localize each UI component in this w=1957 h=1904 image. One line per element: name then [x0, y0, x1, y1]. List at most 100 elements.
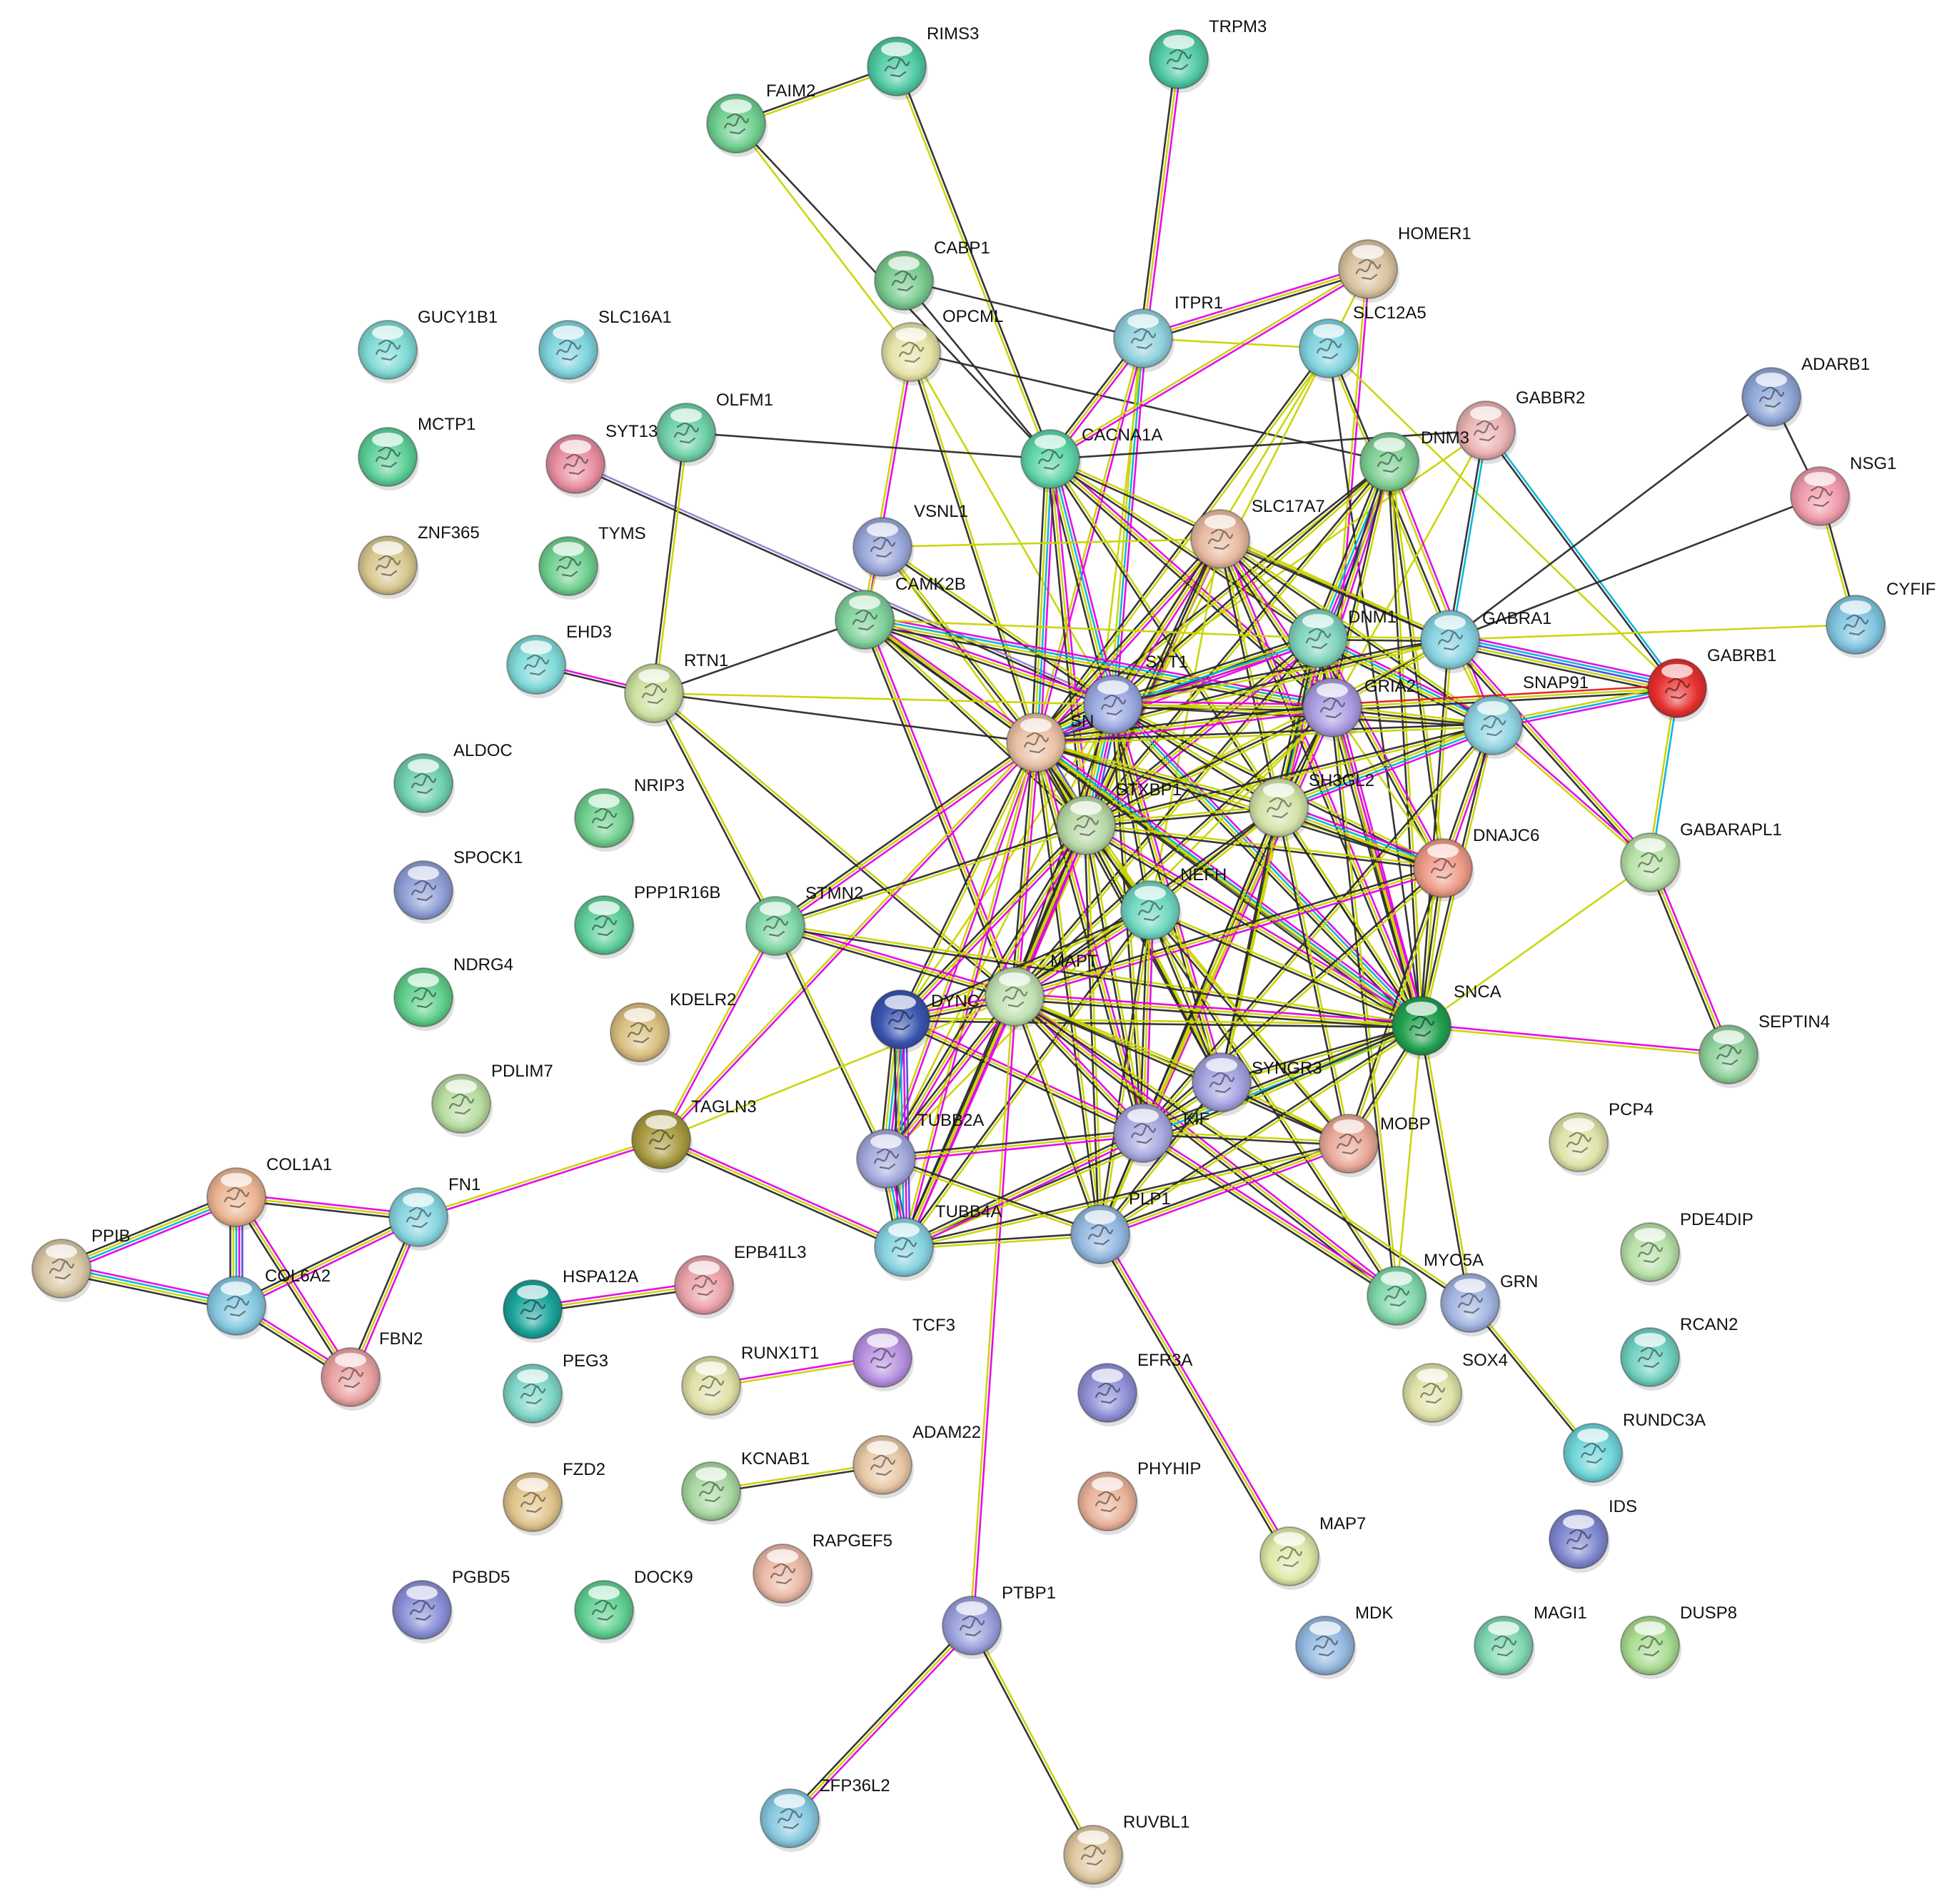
- node-septin4[interactable]: SEPTIN4: [1699, 1012, 1830, 1088]
- node-ptbp1[interactable]: PTBP1: [942, 1583, 1056, 1659]
- node-opcml[interactable]: OPCML: [881, 307, 1003, 386]
- node-tubb4a[interactable]: TUBB4A: [874, 1202, 1002, 1281]
- node-epb41l3[interactable]: EPB41L3: [674, 1243, 806, 1319]
- node-mobp[interactable]: MOBP: [1319, 1114, 1431, 1177]
- node-myo5a[interactable]: MYO5A: [1367, 1251, 1484, 1329]
- node-syt1[interactable]: SYT1: [1083, 653, 1188, 738]
- node-sox4[interactable]: SOX4: [1402, 1351, 1508, 1426]
- node-tyms[interactable]: TYMS: [538, 524, 646, 600]
- node-peg3[interactable]: PEG3: [503, 1351, 608, 1427]
- edge-RTN1-STMN2: [651, 692, 778, 927]
- node-map7[interactable]: MAP7: [1259, 1514, 1366, 1590]
- node-syt13[interactable]: SYT13: [545, 422, 658, 498]
- node-adam22[interactable]: ADAM22: [852, 1423, 981, 1498]
- node-mapt[interactable]: MAPT: [985, 952, 1098, 1030]
- node-rtn1[interactable]: RTN1: [624, 651, 728, 727]
- node-faim2[interactable]: FAIM2: [706, 81, 815, 157]
- node-mdk[interactable]: MDK: [1295, 1603, 1393, 1679]
- node-slc17a7[interactable]: SLC17A7: [1190, 497, 1325, 573]
- node-snap91[interactable]: SNAP91: [1463, 673, 1589, 759]
- node-gabarapl1[interactable]: GABARAPL1: [1620, 820, 1782, 896]
- edge-strand-magenta: [1113, 700, 1333, 706]
- node-gucy1b1[interactable]: GUCY1B1: [358, 308, 498, 383]
- node-dusp8[interactable]: DUSP8: [1620, 1603, 1737, 1679]
- node-aldoc[interactable]: ALDOC: [393, 741, 513, 817]
- node-tagln3[interactable]: TAGLN3: [631, 1097, 757, 1173]
- node-rundc3a[interactable]: RUNDC3A: [1563, 1411, 1706, 1486]
- node-pgbd5[interactable]: PGBD5: [392, 1568, 510, 1643]
- node-tcf3[interactable]: TCF3: [852, 1316, 955, 1391]
- node-cyfip[interactable]: CYFIF: [1826, 580, 1936, 658]
- protein-structure-icon: [691, 1274, 718, 1296]
- node-zfp36l2[interactable]: ZFP36L2: [760, 1776, 890, 1852]
- node-rims3[interactable]: RIMS3: [867, 24, 979, 100]
- node-gabrb1[interactable]: GABRB1: [1647, 646, 1776, 722]
- node-dock9[interactable]: DOCK9: [574, 1568, 693, 1643]
- node-ppib[interactable]: PPIB: [31, 1226, 131, 1302]
- node-plp1[interactable]: PLP1: [1070, 1189, 1171, 1268]
- node-ppp1r16b[interactable]: PPP1R16B: [574, 883, 720, 959]
- node-pde4dip[interactable]: PDE4DIP: [1620, 1210, 1754, 1286]
- edge-strand-black: [863, 623, 1332, 713]
- edge-strand-yellow: [1086, 462, 1392, 827]
- node-cacna1a[interactable]: CACNA1A: [1020, 425, 1162, 493]
- node-highlight: [1470, 406, 1501, 420]
- node-snap25[interactable]: SN: [1006, 712, 1094, 776]
- node-stxbp1[interactable]: STXBP1: [1056, 780, 1182, 859]
- node-snca[interactable]: SNCA: [1392, 982, 1501, 1059]
- node-dnm1[interactable]: DNM1: [1288, 608, 1397, 672]
- node-rim: [624, 663, 684, 723]
- node-adarb1[interactable]: ADARB1: [1741, 355, 1870, 430]
- node-ruvbl1[interactable]: RUVBL1: [1063, 1813, 1189, 1888]
- edge-strand-cyan: [61, 1197, 238, 1271]
- node-dnm3[interactable]: DNM3: [1359, 428, 1469, 495]
- node-runx1t1[interactable]: RUNX1T1: [681, 1344, 819, 1419]
- node-fn1[interactable]: FN1: [388, 1175, 481, 1251]
- node-dync[interactable]: DYNC: [870, 989, 980, 1053]
- node-vsnl1[interactable]: VSNL1: [852, 502, 968, 580]
- node-trpm3[interactable]: TRPM3: [1149, 17, 1267, 93]
- node-kdelr2[interactable]: KDELR2: [610, 990, 736, 1066]
- node-znf365[interactable]: ZNF365: [358, 523, 480, 599]
- node-nrip3[interactable]: NRIP3: [574, 776, 685, 852]
- node-slc16a1[interactable]: SLC16A1: [538, 308, 672, 383]
- node-dnajc6[interactable]: DNAJC6: [1413, 826, 1539, 902]
- node-stmn2[interactable]: STMN2: [745, 884, 863, 959]
- node-spock1[interactable]: SPOCK1: [393, 848, 523, 924]
- edge-SYNGR3-PLP1: [1098, 1080, 1224, 1236]
- node-gabra1[interactable]: GABRA1: [1420, 609, 1551, 673]
- node-magi1[interactable]: MAGI1: [1474, 1603, 1587, 1679]
- node-pdlim7[interactable]: PDLIM7: [431, 1062, 553, 1137]
- node-syngr3[interactable]: SYNGR3: [1192, 1052, 1322, 1116]
- node-hspa12a[interactable]: HSPA12A: [503, 1267, 638, 1343]
- node-phyhip[interactable]: PHYHIP: [1077, 1459, 1201, 1535]
- node-fbn2[interactable]: FBN2: [321, 1329, 423, 1411]
- node-col6a2[interactable]: COL6A2: [206, 1266, 331, 1339]
- node-gabbr2[interactable]: GABBR2: [1456, 388, 1585, 464]
- node-gria2[interactable]: GRIA2: [1302, 677, 1416, 741]
- node-cabp1[interactable]: CABP1: [874, 238, 990, 314]
- node-mctp1[interactable]: MCTP1: [358, 415, 476, 490]
- node-sh3gl2[interactable]: SH3GL2: [1249, 771, 1374, 841]
- node-rcan2[interactable]: RCAN2: [1620, 1315, 1738, 1391]
- node-kif[interactable]: KIF: [1113, 1103, 1209, 1167]
- node-fzd2[interactable]: FZD2: [503, 1460, 605, 1536]
- node-nefh[interactable]: NEFH: [1120, 865, 1227, 944]
- node-homer1[interactable]: HOMER1: [1338, 224, 1471, 303]
- node-efr3a[interactable]: EFR3A: [1077, 1351, 1192, 1426]
- node-camk2b[interactable]: CAMK2B: [835, 575, 966, 653]
- node-slc12a5[interactable]: SLC12A5: [1299, 303, 1427, 382]
- node-nsg1[interactable]: NSG1: [1790, 454, 1896, 530]
- node-rapgef5[interactable]: RAPGEF5: [753, 1531, 892, 1607]
- node-itpr1[interactable]: ITPR1: [1113, 293, 1223, 372]
- node-grn[interactable]: GRN: [1440, 1272, 1538, 1336]
- node-pcp4[interactable]: PCP4: [1549, 1100, 1654, 1176]
- node-ehd3[interactable]: EHD3: [506, 623, 612, 698]
- edge-strand-yellow: [1449, 639, 1651, 863]
- node-kcnab1[interactable]: KCNAB1: [681, 1449, 810, 1525]
- node-ndrg4[interactable]: NDRG4: [393, 955, 513, 1031]
- node-olfm1[interactable]: OLFM1: [656, 391, 773, 466]
- node-col1a1[interactable]: COL1A1: [206, 1155, 332, 1231]
- node-ids[interactable]: IDS: [1549, 1497, 1637, 1573]
- node-tubb2a[interactable]: TUBB2A: [856, 1111, 984, 1192]
